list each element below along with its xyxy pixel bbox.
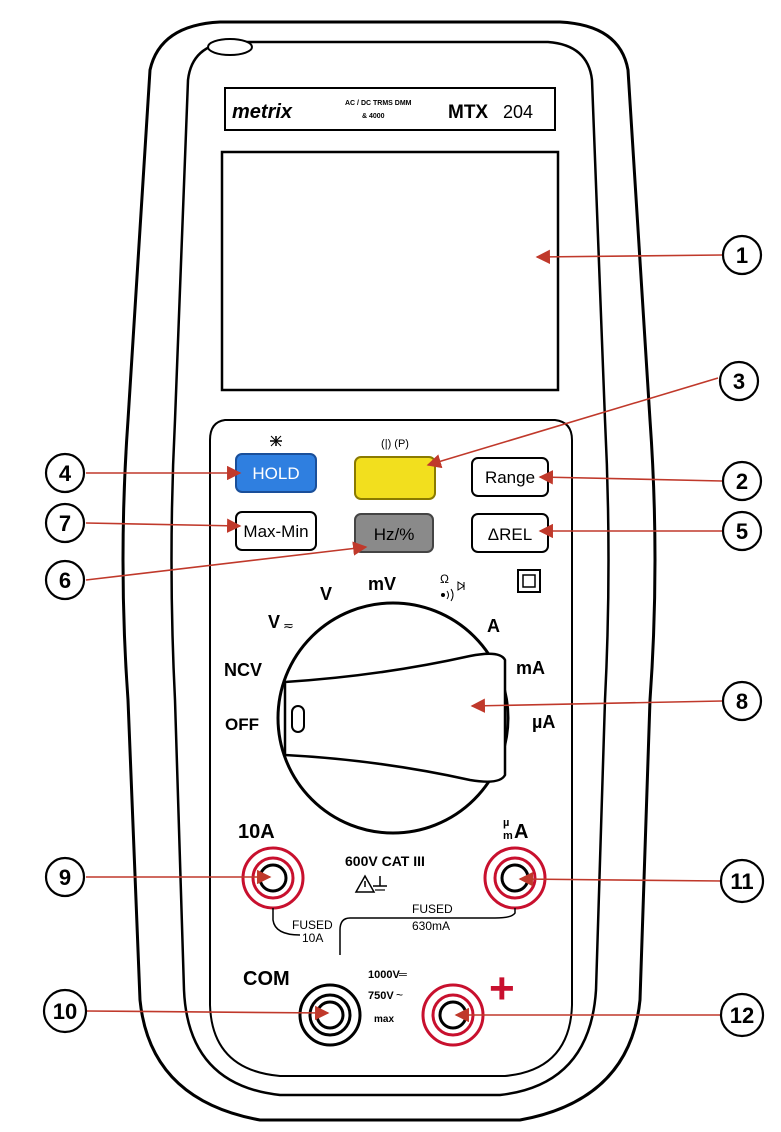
- brand-logo: metrix: [232, 101, 293, 123]
- terminal-label-ua-mu: µ: [503, 817, 509, 829]
- model-number: 204: [503, 102, 533, 122]
- plus-sign: +: [489, 964, 515, 1013]
- max-voltage-3: max: [374, 1014, 394, 1025]
- dial-knob[interactable]: [283, 652, 507, 783]
- callout-7: 7: [44, 502, 86, 544]
- arrow-6: [85, 541, 368, 581]
- hanging-hole: [207, 38, 253, 56]
- dial-label-a: A: [487, 616, 500, 636]
- fused-10a-1: FUSED: [292, 918, 333, 932]
- callout-10-num: 10: [53, 999, 77, 1024]
- fuse-line-10a: [272, 908, 301, 936]
- maxmin-label: Max-Min: [243, 522, 308, 541]
- hz-button[interactable]: Hz/%: [354, 513, 434, 553]
- arrow-3: [426, 377, 719, 469]
- dial-label-v-dc: V: [320, 584, 332, 604]
- callout-11: 11: [719, 858, 765, 904]
- warning-ground-icon: [354, 874, 387, 893]
- arrow-11: [518, 871, 723, 887]
- double-insulation-icon: [517, 569, 541, 593]
- hold-label: HOLD: [252, 464, 299, 483]
- callout-6: 6: [44, 559, 86, 601]
- callout-5: 5: [721, 510, 763, 552]
- terminal-label-10a: 10A: [238, 821, 275, 843]
- callout-8: 8: [721, 680, 763, 722]
- fused-ma-1: FUSED: [412, 902, 453, 916]
- arrow-2: [538, 470, 723, 485]
- hz-label: Hz/%: [374, 525, 415, 544]
- dial-label-ma: mA: [516, 658, 545, 678]
- callout-3-num: 3: [733, 369, 745, 394]
- callout-2-num: 2: [736, 469, 748, 494]
- dial-label-ohm: Ω: [440, 572, 449, 586]
- hold-button[interactable]: HOLD: [235, 453, 317, 493]
- callout-8-num: 8: [736, 689, 748, 714]
- dial-pointer: [291, 705, 305, 733]
- fuse-line-ma: [339, 908, 516, 955]
- ac-dc-symbol: ≂: [283, 618, 294, 633]
- diode-continuity-icons: [441, 581, 465, 602]
- callout-4-num: 4: [59, 461, 72, 486]
- lcd-display: [220, 150, 560, 392]
- callout-5-num: 5: [736, 519, 748, 544]
- dial-label-mv: mV: [368, 574, 396, 594]
- rel-label: ΔREL: [488, 525, 532, 544]
- power-button[interactable]: [354, 456, 436, 500]
- cat-rating: 600V CAT III: [345, 853, 425, 869]
- callout-4: 4: [44, 452, 86, 494]
- callout-12-num: 12: [730, 1003, 754, 1028]
- arrow-8: [470, 698, 723, 713]
- max-voltage-2: 750V: [368, 990, 394, 1002]
- max-voltage-1: 1000V: [368, 969, 400, 981]
- callout-7-num: 7: [59, 511, 71, 536]
- model-prefix: MTX: [448, 102, 488, 123]
- power-symbols: (|) (P): [381, 438, 409, 450]
- brand-strip: [224, 87, 556, 131]
- maxmin-button[interactable]: Max-Min: [235, 511, 317, 551]
- rel-button[interactable]: ΔREL: [471, 513, 549, 553]
- terminal-10a[interactable]: [241, 846, 305, 910]
- terminal-label-com: COM: [243, 968, 290, 990]
- dc-symbol: ═: [398, 969, 407, 981]
- arrow-10: [85, 1005, 330, 1021]
- callout-3: 3: [718, 360, 760, 402]
- callout-1: 1: [721, 234, 763, 276]
- terminal-ma[interactable]: [483, 846, 547, 910]
- callout-12: 12: [719, 992, 765, 1038]
- callout-2: 2: [721, 460, 763, 502]
- callout-10: 10: [42, 988, 88, 1034]
- terminal-label-ua-m: m: [503, 830, 513, 842]
- fused-ma-2: 630mA: [412, 919, 450, 933]
- brand-subtitle-1: AC / DC TRMS DMM: [345, 100, 412, 107]
- dial-label-off: OFF: [225, 715, 259, 734]
- range-button[interactable]: Range: [471, 457, 549, 497]
- callout-1-num: 1: [736, 243, 748, 268]
- range-label: Range: [485, 468, 535, 487]
- brand-subtitle-2: & 4000: [362, 113, 385, 120]
- dial-label-ua: µA: [532, 712, 555, 732]
- dial-label-ncv: NCV: [224, 660, 262, 680]
- fused-10a-2: 10A: [302, 931, 323, 945]
- callout-arrows: [85, 249, 723, 1023]
- arrow-1: [535, 249, 723, 265]
- backlight-icon: [270, 435, 282, 447]
- callout-11-num: 11: [730, 869, 753, 894]
- callout-9-num: 9: [59, 865, 71, 890]
- terminal-label-ua-a: A: [514, 821, 528, 843]
- callout-6-num: 6: [59, 568, 71, 593]
- callout-9: 9: [44, 856, 86, 898]
- terminal-com[interactable]: [298, 983, 362, 1047]
- arrow-7: [85, 518, 242, 533]
- ac-symbol: ~: [396, 988, 403, 1002]
- dial-label-v-ac: V: [268, 612, 280, 632]
